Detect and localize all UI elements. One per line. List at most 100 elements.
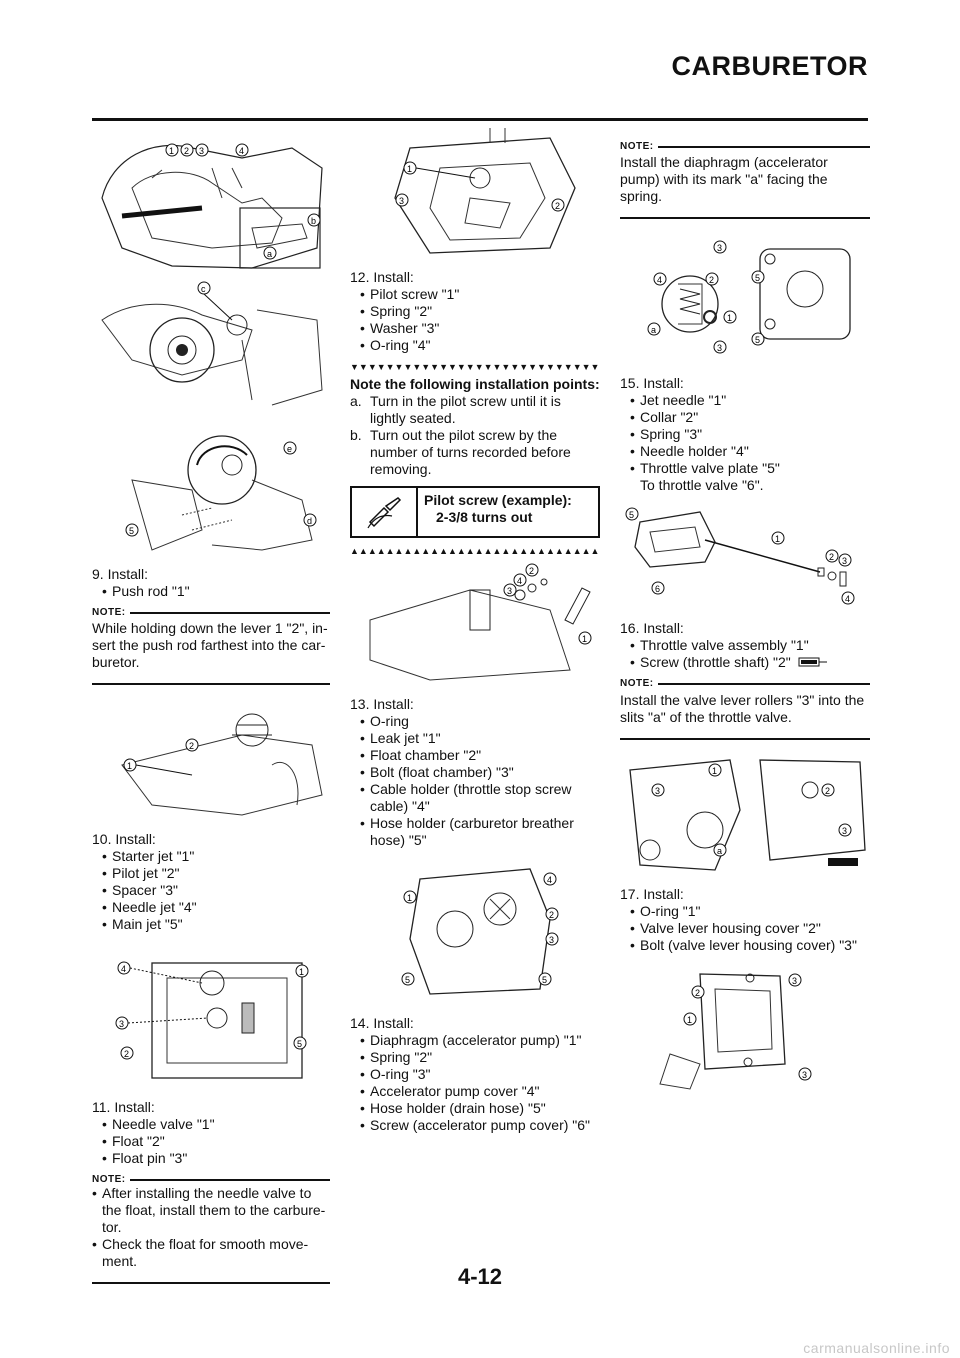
page-title: CARBURETOR bbox=[671, 51, 868, 81]
list-item: Throttle valve plate "5" bbox=[630, 460, 870, 477]
points-title: Note the following installation points: bbox=[350, 376, 600, 392]
point-a: a. Turn in the pilot screw until it is l… bbox=[350, 393, 600, 427]
callout-label: 3 bbox=[549, 935, 554, 945]
callout-label: 1 bbox=[775, 534, 780, 544]
note-11: NOTE: •After installing the needle valve… bbox=[92, 1173, 330, 1284]
callout-label: c bbox=[201, 284, 206, 294]
list-item: Float chamber "2" bbox=[360, 747, 600, 764]
thread-lock-icon bbox=[798, 655, 828, 672]
step-number: 9. Install: bbox=[92, 566, 149, 582]
step-15: 15. Install: Jet needle "1" Collar "2" S… bbox=[620, 375, 870, 494]
callout-label: 3 bbox=[507, 586, 512, 596]
callout-label: 3 bbox=[717, 243, 722, 253]
list-item: Float pin "3" bbox=[102, 1150, 330, 1167]
list-item: Pilot screw "1" bbox=[360, 286, 600, 303]
callout-label: 1 bbox=[169, 146, 174, 156]
list-item: Diaphragm (accelerator pump) "1" bbox=[360, 1032, 600, 1049]
callout-label: 5 bbox=[405, 975, 410, 985]
step-11: 11. Install: Needle valve "1" Float "2" … bbox=[92, 1099, 330, 1167]
list-item: Bolt (float chamber) "3" bbox=[360, 764, 600, 781]
step-13: 13. Install: O-ring Leak jet "1" Float c… bbox=[350, 696, 600, 849]
point-text: Turn in the pilot screw until it is ligh… bbox=[370, 393, 561, 426]
figure-hand-rotor: c bbox=[92, 280, 330, 420]
step-16: 16. Install: Throttle valve assembly "1"… bbox=[620, 620, 870, 672]
list-item: Cable holder (throttle stop screw cable)… bbox=[360, 781, 600, 815]
callout-label: 1 bbox=[727, 313, 732, 323]
callout-label: 2 bbox=[825, 786, 830, 796]
callout-label: 4 bbox=[121, 964, 126, 974]
list-item: Main jet "5" bbox=[102, 916, 330, 933]
list-item: •After installing the needle valve to th… bbox=[92, 1185, 326, 1235]
note-text: While holding down the lever 1 "2", in-s… bbox=[92, 620, 328, 670]
list-item: Starter jet "1" bbox=[102, 848, 330, 865]
figure-valve-lever: 1 3 a 2 3 bbox=[620, 750, 870, 880]
step-14: 14. Install: Diaphragm (accelerator pump… bbox=[350, 1015, 600, 1134]
figure-starter-jet: 2 1 bbox=[92, 695, 330, 825]
screwdriver-icon bbox=[352, 488, 418, 536]
callout-label: 4 bbox=[845, 594, 850, 604]
callout-label: e bbox=[287, 444, 292, 454]
figure-jet-needle: 5 6 1 2 3 4 bbox=[620, 502, 870, 614]
note-text: Install the diaphragm (accelerator pump)… bbox=[620, 154, 828, 204]
callout-label: 1 bbox=[582, 634, 587, 644]
callout-label: 1 bbox=[407, 893, 412, 903]
callout-label: 2 bbox=[184, 146, 189, 156]
step-number: 12. Install: bbox=[350, 269, 414, 285]
step-number: 11. Install: bbox=[92, 1099, 155, 1115]
callout-label: 2 bbox=[549, 910, 554, 920]
callout-label: 3 bbox=[717, 343, 722, 353]
callout-label: 3 bbox=[802, 1070, 807, 1080]
figure-housing-cover: 2 3 1 3 bbox=[620, 964, 870, 1094]
callout-label: 2 bbox=[829, 552, 834, 562]
callout-label: 3 bbox=[842, 826, 847, 836]
list-item: O-ring "1" bbox=[630, 903, 870, 920]
callout-label: 2 bbox=[709, 275, 714, 285]
callout-label: 3 bbox=[119, 1019, 124, 1029]
list-item: Leak jet "1" bbox=[360, 730, 600, 747]
list-item: O-ring "4" bbox=[360, 337, 600, 354]
callout-label: 2 bbox=[695, 988, 700, 998]
step-number: 17. Install: bbox=[620, 885, 684, 902]
callout-label: d bbox=[307, 516, 312, 526]
point-text: Turn out the pilot screw by the number o… bbox=[370, 427, 571, 477]
figure-accelerator-pump: 3 4 2 1 a 5 3 5 bbox=[620, 229, 870, 369]
figure-rotor-turn: e 5 d bbox=[92, 420, 330, 560]
figure-pilot-screw-parts: 2 4 3 1 bbox=[350, 560, 600, 690]
triangle-divider-bottom: ▲▲▲▲▲▲▲▲▲▲▲▲▲▲▲▲▲▲▲▲▲▲▲▲▲▲▲▲▲▲▲▲▲▲ bbox=[350, 546, 600, 556]
figure-jets: 4 1 3 2 5 bbox=[92, 943, 330, 1093]
callout-label: 5 bbox=[629, 510, 634, 520]
column-middle: 1 3 2 12. Install: Pilot screw "1" Sprin… bbox=[350, 128, 600, 1134]
list-item: Throttle valve assembly "1" bbox=[630, 637, 870, 654]
step-number: 10. Install: bbox=[92, 831, 156, 847]
spec-title: Pilot screw (example): bbox=[424, 492, 572, 508]
callout-label: 5 bbox=[129, 526, 134, 536]
callout-label: 3 bbox=[199, 146, 204, 156]
note-label: NOTE: bbox=[620, 140, 654, 152]
callout-label: 3 bbox=[842, 556, 847, 566]
list-item: Screw (throttle shaft) "2" bbox=[630, 654, 870, 672]
callout-label: 3 bbox=[655, 786, 660, 796]
spec-value: 2-3/8 turns out bbox=[436, 509, 533, 525]
callout-label: 1 bbox=[712, 766, 717, 776]
list-item: Pilot jet "2" bbox=[102, 865, 330, 882]
callout-label: b bbox=[311, 216, 316, 226]
callout-label: 4 bbox=[657, 275, 662, 285]
point-letter: b. bbox=[350, 427, 362, 443]
callout-label: 6 bbox=[655, 584, 660, 594]
callout-label: 4 bbox=[517, 576, 522, 586]
figure-push-rod-lever: 1 2 3 4 a b bbox=[92, 128, 330, 280]
list-item: Needle valve "1" bbox=[102, 1116, 330, 1133]
step-number: 13. Install: bbox=[350, 696, 414, 712]
callout-label: 5 bbox=[755, 335, 760, 345]
callout-label: 1 bbox=[299, 967, 304, 977]
callout-label: 2 bbox=[555, 201, 560, 211]
page-number: 4-12 bbox=[457, 1264, 503, 1289]
list-item: Spring "3" bbox=[630, 426, 870, 443]
step-number: 16. Install: bbox=[620, 620, 684, 636]
point-b: b. Turn out the pilot screw by the numbe… bbox=[350, 427, 600, 478]
list-item: O-ring "3" bbox=[360, 1066, 600, 1083]
callout-label: 5 bbox=[755, 273, 760, 283]
list-item: Collar "2" bbox=[630, 409, 870, 426]
callout-label: a bbox=[651, 325, 656, 335]
footer-watermark: carmanualsonline.info bbox=[803, 1340, 950, 1356]
